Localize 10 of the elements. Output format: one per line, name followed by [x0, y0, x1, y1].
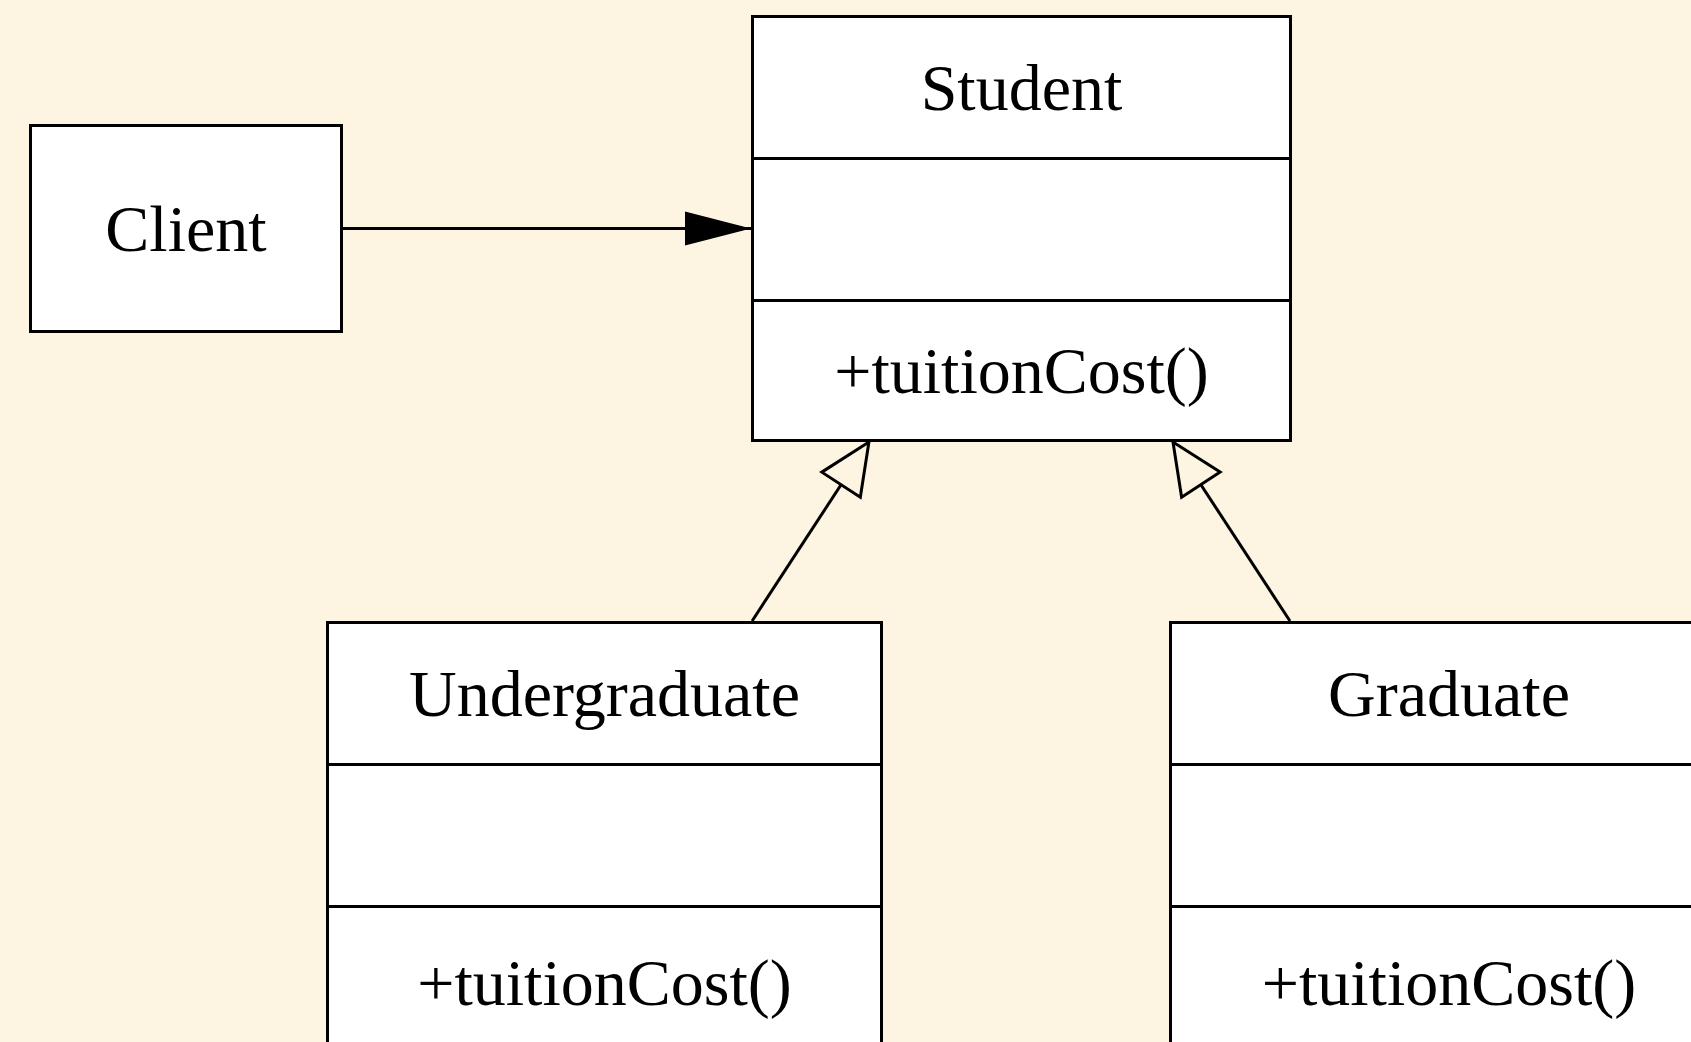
class-name: Graduate [1328, 660, 1570, 727]
class-name: Client [105, 195, 267, 262]
class-name: Student [920, 54, 1123, 121]
class-box [751, 15, 1292, 442]
class-box [29, 124, 343, 333]
association-arrow [343, 211, 751, 246]
inheritance-arrow [1171, 440, 1292, 622]
inheritance-arrow [750, 440, 871, 622]
class-box [1169, 621, 1691, 1042]
class-box [326, 621, 883, 1042]
